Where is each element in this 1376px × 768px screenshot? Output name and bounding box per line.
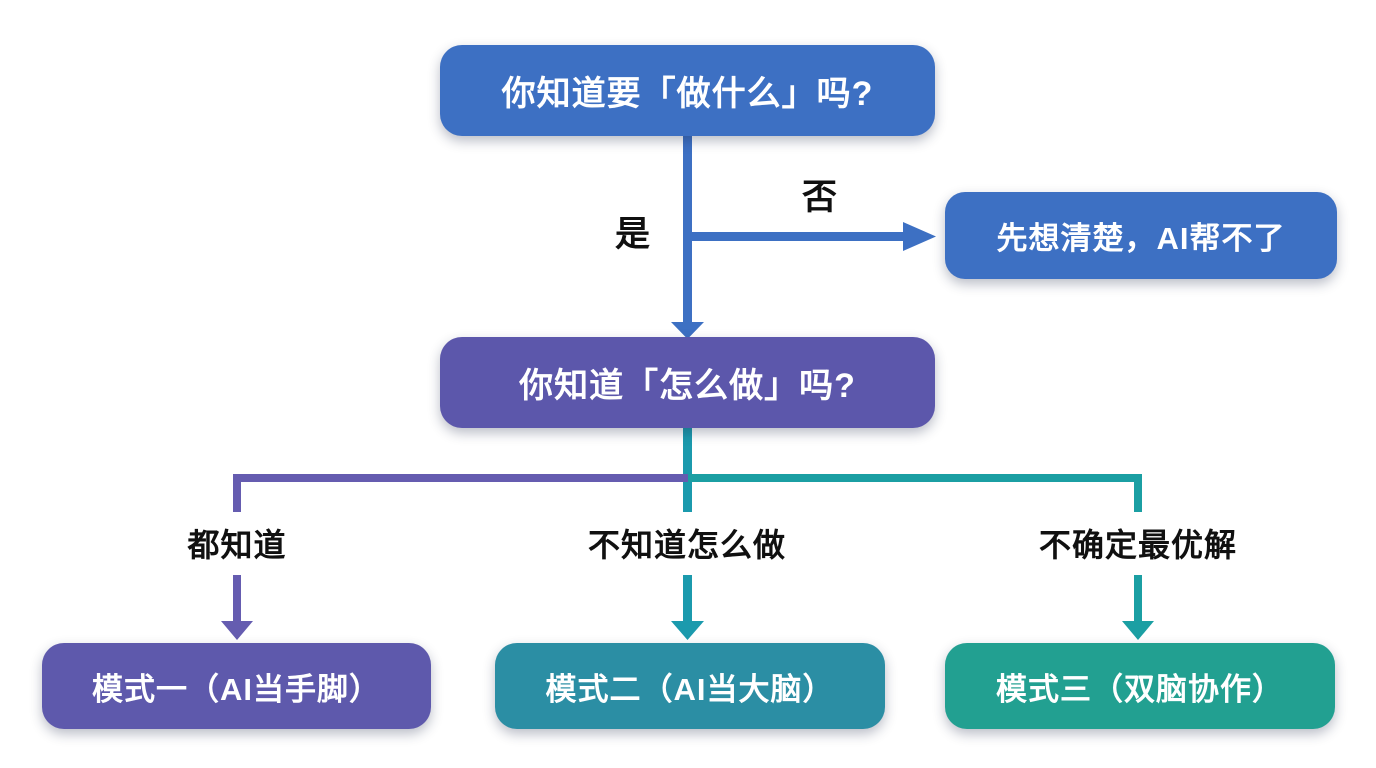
branch-bus-left-line xyxy=(233,474,688,482)
edge-label-unsure-optimal: 不确定最优解 xyxy=(1038,527,1237,563)
edge-both-known-line xyxy=(233,575,241,623)
edge-dont-know-how-line xyxy=(683,575,692,623)
edge-no-arrowhead-icon xyxy=(903,222,936,251)
branch-left-stub-line xyxy=(233,474,241,512)
branch-bus-right-line xyxy=(688,474,1138,482)
node-question-how: 你知道「怎么做」吗? xyxy=(440,337,935,428)
edge-label-both-known: 都知道 xyxy=(187,527,287,563)
edge-both-known-arrowhead-icon xyxy=(221,621,253,640)
edge-label-no: 否 xyxy=(801,178,838,217)
node-question-what: 你知道要「做什么」吗? xyxy=(440,45,935,136)
edge-label-yes: 是 xyxy=(614,215,651,254)
branch-stem-line xyxy=(683,428,692,478)
node-think-first: 先想清楚，AI帮不了 xyxy=(945,192,1337,279)
edge-unsure-optimal-line xyxy=(1134,575,1142,623)
edge-label-dont-know-how: 不知道怎么做 xyxy=(587,527,786,563)
node-mode2: 模式二（AI当大脑） xyxy=(495,643,885,729)
branch-mid-stub-line xyxy=(683,482,692,512)
node-mode3: 模式三（双脑协作） xyxy=(945,643,1335,729)
branch-right-stub-line xyxy=(1134,474,1142,512)
edge-unsure-optimal-arrowhead-icon xyxy=(1122,621,1154,640)
node-mode1: 模式一（AI当手脚） xyxy=(42,643,431,729)
edge-no-line xyxy=(688,232,905,241)
edge-dont-know-how-arrowhead-icon xyxy=(671,621,704,640)
edge-yes-line xyxy=(683,135,692,325)
